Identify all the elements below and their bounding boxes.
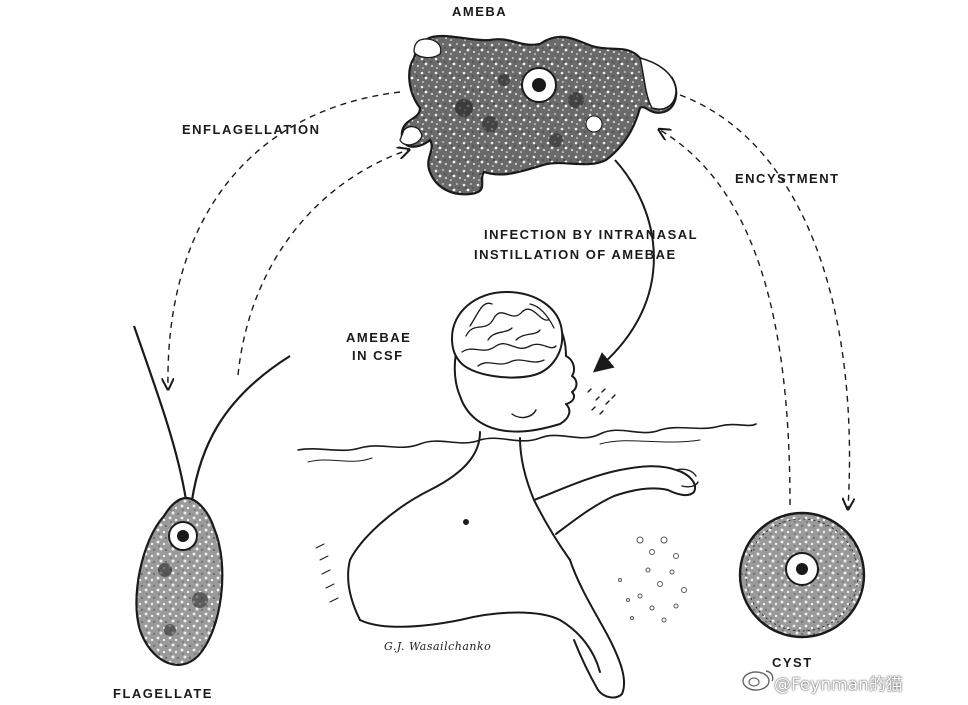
arrow-ameba-to-cyst [679,94,850,508]
ameba-illustration [399,34,678,196]
watermark-text: @Feynman的猫 [774,675,903,695]
label-infection-line2: INSTILLATION OF AMEBAE [474,247,677,262]
label-amebae-csf-line1: AMEBAE [346,330,412,345]
label-encystment: ENCYSTMENT [735,171,840,186]
arrow-infection [592,159,655,373]
arrow-flagellate-to-ameba [237,150,408,376]
label-enflagellation: ENFLAGELLATION [182,122,321,137]
label-cyst: CYST [772,655,813,670]
bubbles [618,536,687,623]
label-amebae-csf-line2: IN CSF [352,348,404,363]
arrow-ameba-to-flagellate [168,91,401,388]
cyst-illustration [738,511,866,639]
arrow-cyst-to-ameba [660,130,791,506]
swimmer-illustration [297,291,757,699]
artist-signature: G.J. Wasailchanko [384,640,492,653]
flagellate-illustration [132,325,291,666]
label-flagellate: FLAGELLATE [113,686,213,701]
water-surface [297,423,757,452]
label-infection-line1: INFECTION BY INTRANASAL [484,227,699,242]
weibo-logo-icon [742,670,774,691]
label-ameba: AMEBA [452,4,508,19]
